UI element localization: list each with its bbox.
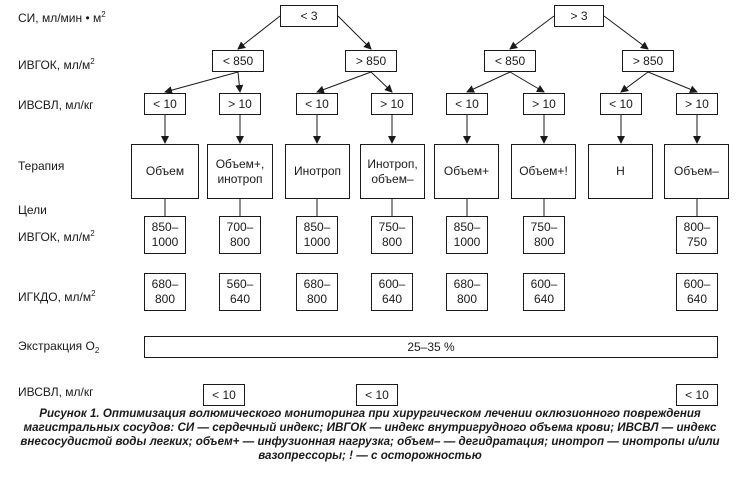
igkdo-goal-box: 600– 640 [371, 273, 413, 311]
si-node-high: > 3 [554, 5, 604, 27]
si-node-low: < 3 [280, 5, 338, 27]
ivgok-goal-box: 850– 1000 [144, 216, 186, 254]
therapy-box: Н [588, 144, 653, 199]
ivsvl-bottom-label: ИВСВЛ, мл/кг [18, 385, 94, 399]
ivsvl-bottom-box: < 10 [676, 384, 718, 406]
ivgok-goal-box: 850– 1000 [446, 216, 488, 254]
ivsvl-label: ИВСВЛ, мл/кг [18, 98, 94, 112]
igkdo-goal-box: 560– 640 [219, 273, 261, 311]
therapy-box: Объем [131, 144, 199, 199]
arrow-ivgok-ivsvl [164, 71, 239, 95]
ivgok-goal-box: 850– 1000 [296, 216, 338, 254]
igkdo-goal-box: 680– 800 [144, 273, 186, 311]
igkdo-label: ИГКДО, мл/м2 [18, 289, 96, 304]
arrow-ivgok-ivsvl [647, 71, 698, 94]
therapy-box: Объем+ [434, 144, 499, 199]
therapy-box: Объем+! [511, 144, 576, 199]
ivsvl-node: > 10 [676, 93, 718, 115]
figure-caption: Рисунок 1. Оптимизация волюмического мон… [8, 407, 732, 463]
goals-label: Цели [18, 203, 47, 217]
therapy-box: Инотроп [285, 144, 350, 199]
therapy-box: Инотроп, объем– [360, 144, 425, 199]
ivgok-goal-box: 800– 750 [676, 216, 718, 254]
arrow-si-ivgok [509, 15, 555, 50]
arrow-ivgok-ivsvl [466, 71, 511, 93]
o2-extraction-label: Экстракция О2 [18, 339, 100, 355]
igkdo-goal-box: 680– 800 [296, 273, 338, 311]
ivgok-goal-box: 700– 800 [219, 216, 261, 254]
ivsvl-node: > 10 [523, 93, 565, 115]
ivgok-node: < 850 [212, 50, 264, 72]
ivsvl-node: > 10 [371, 93, 413, 115]
therapy-box: Объем+, инотроп [207, 144, 273, 199]
igkdo-goal-box: 600– 640 [523, 273, 565, 311]
ivsvl-node: > 10 [219, 93, 261, 115]
arrow-ivgok-ivsvl [620, 71, 649, 93]
arrow-ivgok-ivsvl [316, 71, 372, 94]
arrow-si-ivgok [237, 15, 281, 50]
ivgok-node: > 850 [345, 50, 397, 72]
ivsvl-node: < 10 [144, 93, 186, 115]
ivgok-node: < 850 [484, 50, 536, 72]
ivsvl-node: < 10 [600, 93, 642, 115]
igkdo-goal-box: 600– 640 [676, 273, 718, 311]
ivsvl-node: < 10 [446, 93, 488, 115]
arrow-ivgok-ivsvl [509, 71, 545, 93]
arrow-ivgok-ivsvl [370, 71, 393, 93]
ivsvl-bottom-box: < 10 [356, 384, 398, 406]
arrow-si-ivgok [337, 15, 372, 50]
caption-label: Рисунок 1. [39, 407, 100, 420]
ivsvl-node: < 10 [296, 93, 338, 115]
ivsvl-bottom-box: < 10 [203, 384, 245, 406]
ivgok-label: ИВГОК, мл/м2 [18, 57, 95, 72]
caption-text: Оптимизация волюмического мониторинга пр… [20, 407, 720, 462]
arrow-si-ivgok [603, 15, 649, 50]
therapy-label: Терапия [18, 159, 65, 173]
ivgok-goal-box: 750– 800 [371, 216, 413, 254]
therapy-box: Объем– [664, 144, 729, 199]
ivgok-node: > 850 [622, 50, 674, 72]
igkdo-goal-box: 680– 800 [446, 273, 488, 311]
ivgok-goal-box: 750– 800 [523, 216, 565, 254]
ivgok-goal-label: ИВГОК, мл/м2 [18, 229, 95, 244]
arrow-ivgok-ivsvl [235, 71, 244, 93]
o2-extraction-box: 25–35 % [144, 336, 718, 358]
si-label: СИ, мл/мин • м2 [18, 10, 106, 25]
